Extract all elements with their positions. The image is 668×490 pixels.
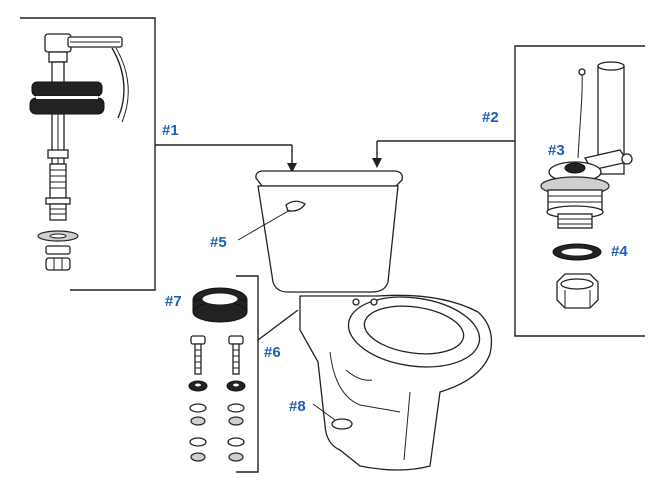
tank-gasket bbox=[192, 287, 248, 323]
bracket-fill-valve bbox=[20, 17, 297, 291]
fill-valve-assembly bbox=[29, 33, 129, 271]
callout-8: #8 bbox=[289, 398, 306, 415]
flush-valve-assembly bbox=[540, 61, 633, 229]
bracket-bolt-kit bbox=[236, 275, 299, 473]
callout-1: #1 bbox=[162, 122, 179, 139]
leader-handle bbox=[237, 209, 291, 241]
callout-7: #7 bbox=[165, 293, 182, 310]
flush-valve-washer-nut bbox=[552, 243, 602, 309]
bracket-flush-valve bbox=[372, 45, 645, 337]
callout-4: #4 bbox=[611, 243, 628, 260]
leader-bolt-cap bbox=[312, 403, 336, 421]
callout-5: #5 bbox=[210, 234, 227, 251]
tank-bolts-kit bbox=[188, 335, 246, 462]
callout-3: #3 bbox=[548, 142, 565, 159]
toilet bbox=[255, 170, 493, 471]
callout-2: #2 bbox=[482, 109, 499, 126]
callout-6: #6 bbox=[264, 344, 281, 361]
